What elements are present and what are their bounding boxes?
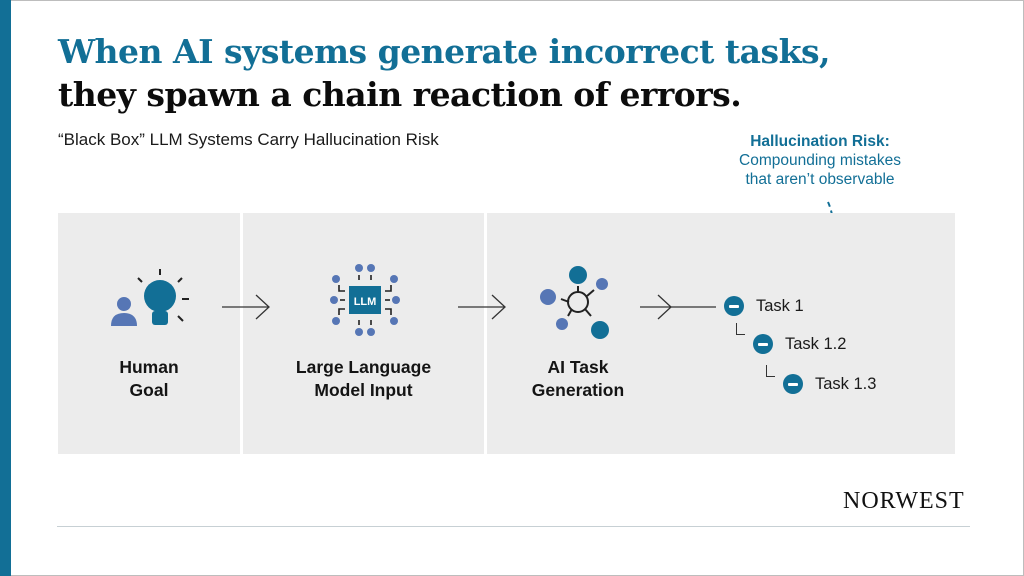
task-item: Task 1.2 (753, 334, 846, 354)
minus-circle-icon (783, 374, 803, 394)
slide-title: When AI systems generate incorrect tasks… (58, 30, 831, 116)
stage-panel-human-goal (58, 213, 240, 454)
tree-connector (736, 323, 745, 335)
callout-heading: Hallucination Risk: (750, 133, 890, 150)
minus-circle-icon (753, 334, 773, 354)
llm-chip-icon: LLM (330, 264, 400, 336)
network-nodes-icon (540, 266, 609, 339)
task-label: Task 1 (756, 296, 804, 315)
title-line-1: When AI systems generate incorrect tasks… (58, 32, 831, 71)
hallucination-callout: Hallucination Risk: Compounding mistakes… (700, 132, 940, 189)
stage-label-human-goal: Human Goal (58, 356, 240, 402)
callout-line-2: that aren’t observable (745, 171, 895, 188)
stage-label-line: Model Input (314, 380, 413, 400)
stage-label-line: Large Language (295, 357, 432, 377)
arrow-right-icon (222, 294, 270, 320)
arrow-right-icon (640, 294, 716, 320)
stage-label-llm-input: Large Language Model Input (243, 356, 484, 402)
stage-label-line: Goal (129, 380, 169, 400)
footer-divider (57, 526, 970, 527)
task-item: Task 1 (724, 296, 804, 316)
stage-panel-llm-input (243, 213, 484, 454)
stage-label-line: Human (119, 357, 179, 377)
norwest-logo: NORWEST (843, 488, 965, 514)
title-line-2: they spawn a chain reaction of errors. (58, 75, 742, 114)
task-item: Task 1.3 (783, 374, 876, 394)
task-label: Task 1.3 (815, 374, 877, 393)
accent-bar (0, 0, 11, 576)
stage-label-line: AI Task (547, 357, 609, 377)
stage-label-line: Generation (531, 380, 625, 400)
stage-label-task-generation: AI Task Generation (487, 356, 669, 402)
stage-panel-task-generation (487, 213, 955, 454)
subtitle: “Black Box” LLM Systems Carry Hallucinat… (58, 130, 439, 149)
chip-label: LLM (354, 296, 377, 308)
task-label: Task 1.2 (785, 334, 847, 353)
arrow-right-icon (458, 294, 506, 320)
minus-circle-icon (724, 296, 744, 316)
tree-connector (766, 365, 775, 377)
callout-line-1: Compounding mistakes (739, 152, 901, 169)
person-lightbulb-icon (111, 269, 189, 326)
